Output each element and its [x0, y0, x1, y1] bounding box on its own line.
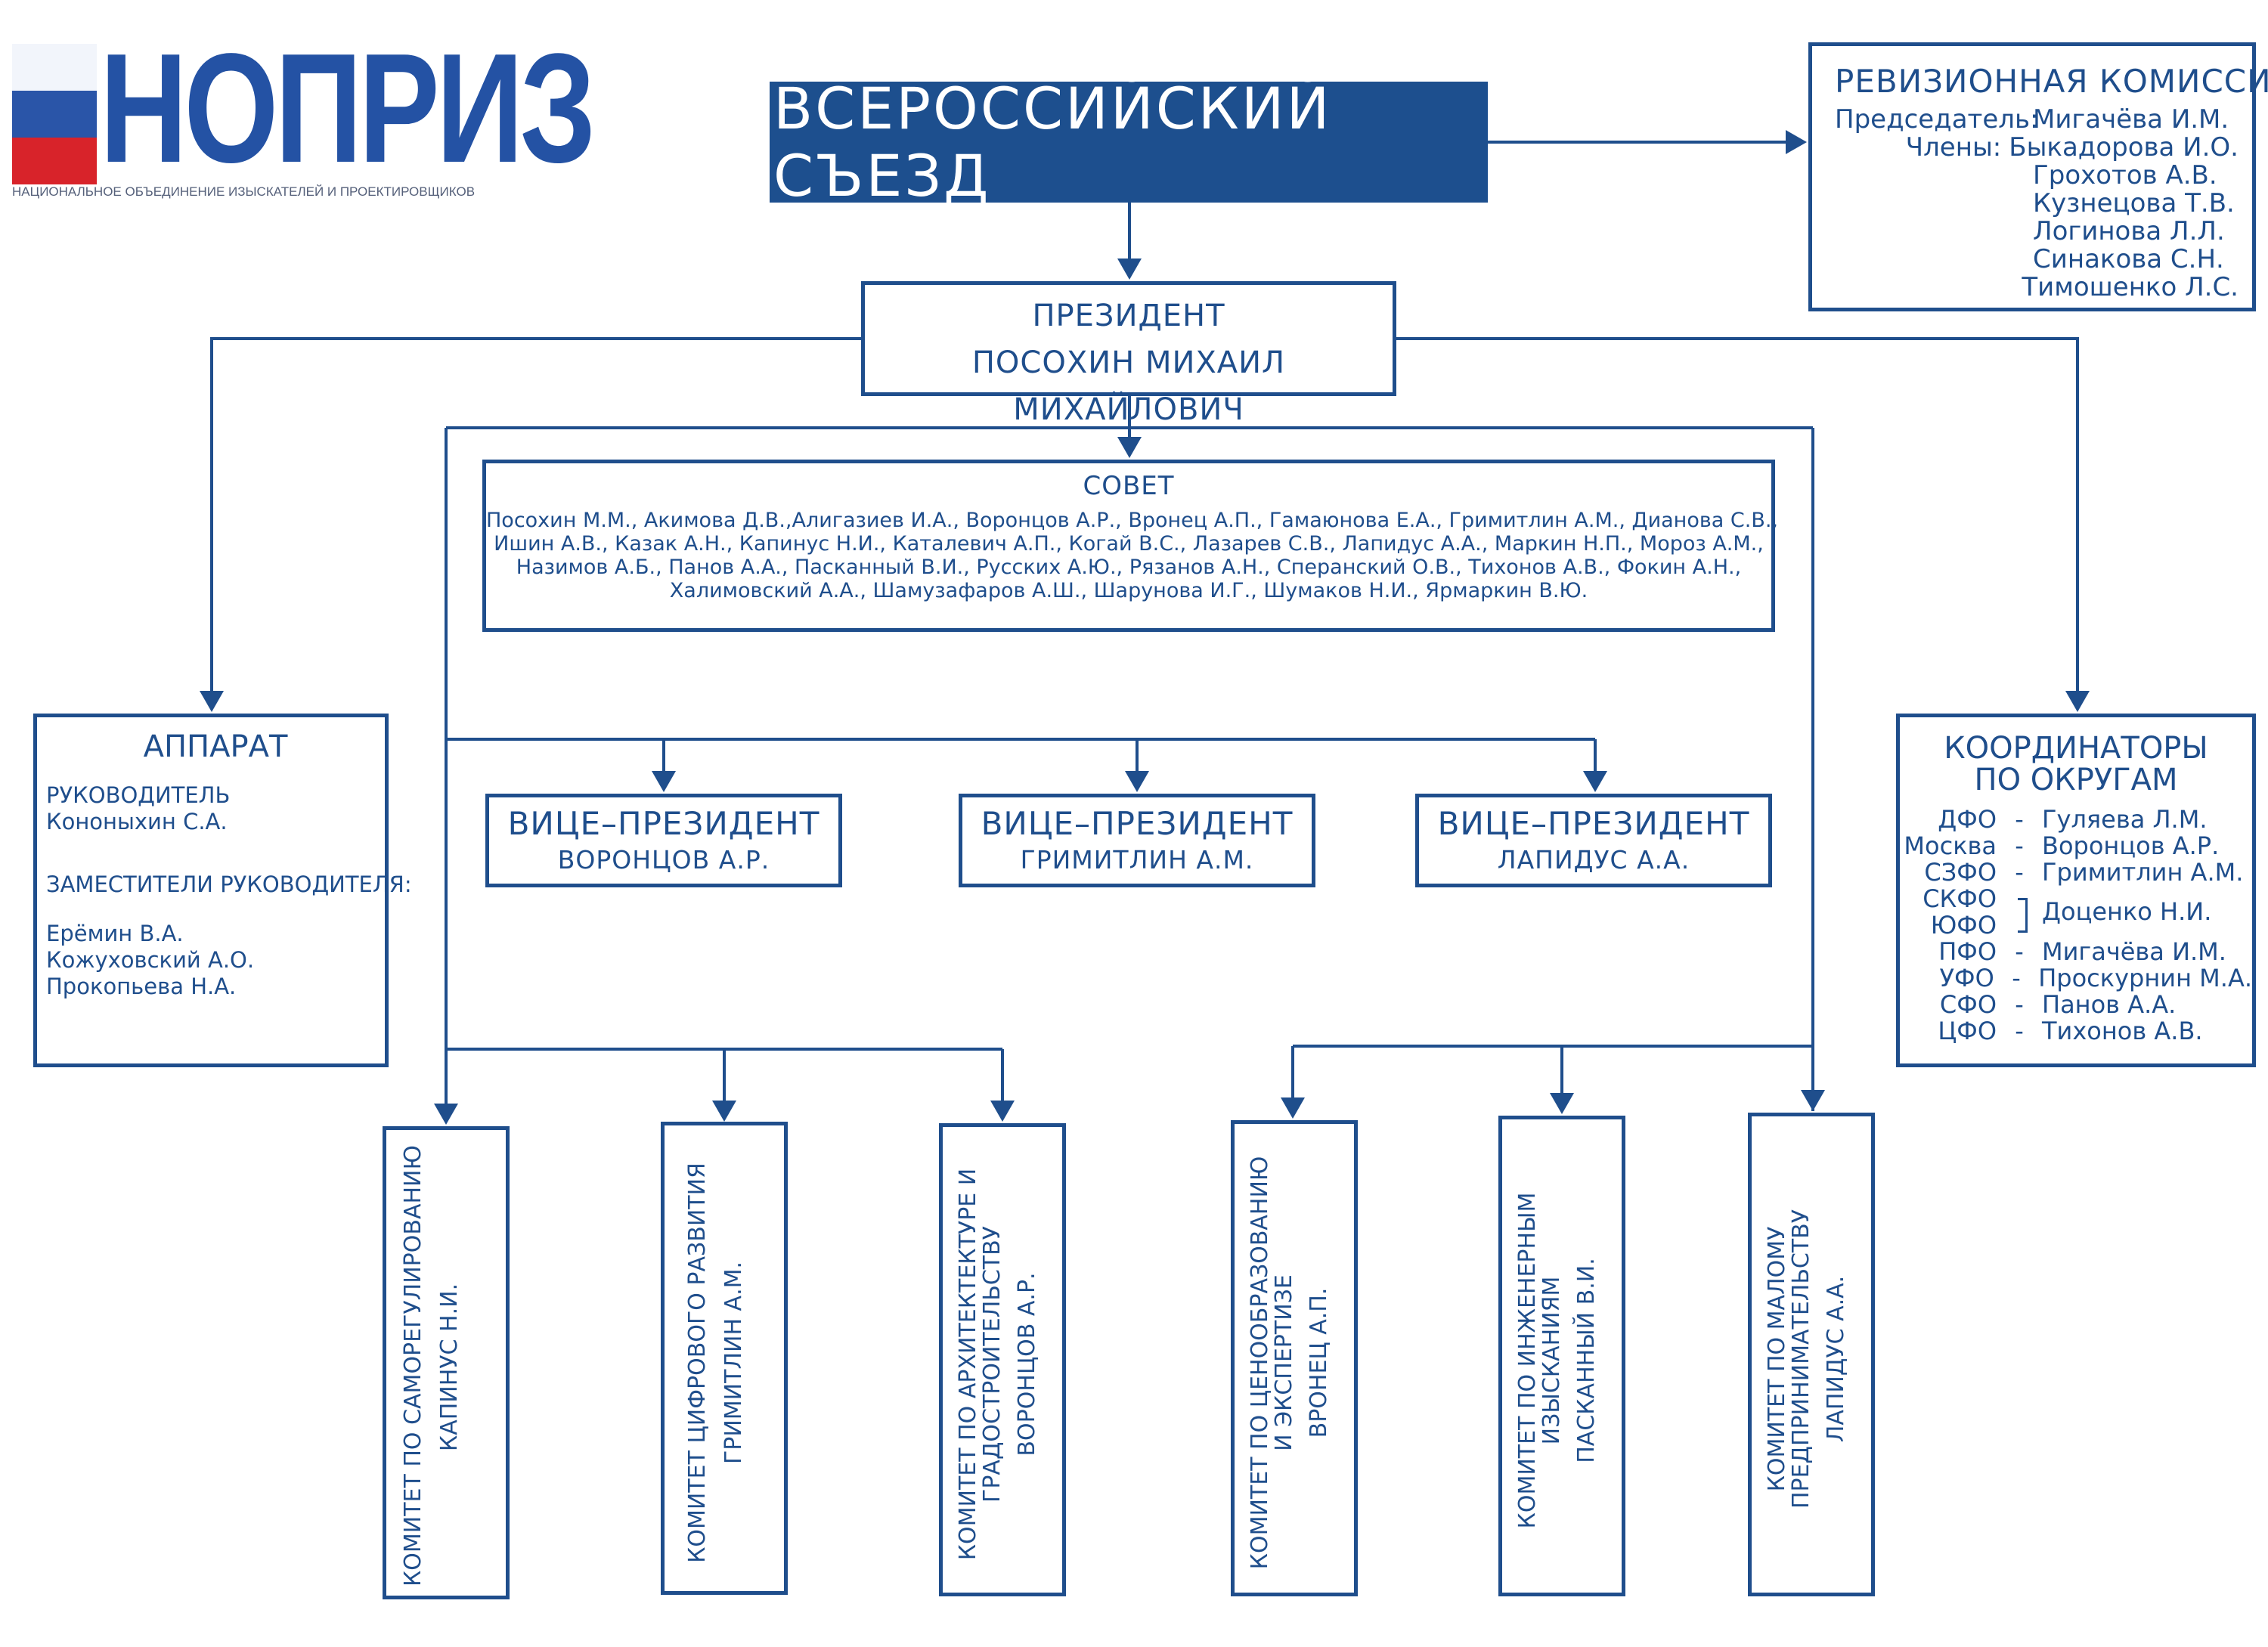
revision-members-label: Члены: — [1905, 132, 2002, 163]
committee-name: КОМИТЕТ ПО ИНЖЕНЕРНЫМ — [1514, 1192, 1541, 1529]
committee-name: ГРАДОСТРОИТЕЛЬСТВУ — [979, 1226, 1005, 1503]
council-members-line: Посохин М.М., Акимова Д.В.,Алигазиев И.А… — [486, 509, 1779, 532]
committee-name: КОМИТЕТ ПО МАЛОМУ — [1764, 1226, 1790, 1492]
apparatus-box: АППАРАТ РУКОВОДИТЕЛЬ Кононыхин С.А. ЗАМЕ… — [33, 714, 412, 1067]
revision-member: Логинова Л.Л. — [2033, 216, 2225, 246]
council-members-line: Назимов А.Б., Панов А.А., Пасканный В.И.… — [516, 556, 1742, 579]
committee-name: КОМИТЕТ ПО ЦЕНООБРАЗОВАНИЮ — [1247, 1156, 1273, 1570]
revision-commission-box: РЕВИЗИОННАЯ КОМИССИЯ Председатель:Мигачё… — [1808, 42, 2268, 311]
committee-name: И ЭКСПЕРТИЗЕ — [1271, 1274, 1297, 1451]
vp-title: ВИЦЕ–ПРЕЗИДЕНТ — [981, 805, 1294, 842]
committee-head: ГРИМИТЛИН А.М. — [720, 1261, 747, 1465]
apparatus-deputy: Кожуховский А.О. — [46, 947, 255, 973]
vp-name: ГРИМИТЛИН А.М. — [1020, 845, 1254, 875]
russian-flag-icon — [12, 44, 97, 184]
coordinators-box: КООРДИНАТОРЫ ПО ОКРУГАМ ДФО-Гуляева Л.М.… — [1896, 714, 2256, 1067]
vp-name: ВОРОНЦОВ А.Р. — [557, 845, 770, 875]
committee-head: ЛАПИДУС А.А. — [1823, 1275, 1849, 1443]
revision-member: Грохотов А.В. — [2033, 160, 2217, 190]
committee-box: КОМИТЕТ ПО САМОРЕГУЛИРОВАНИЮ КАПИНУС Н.И… — [383, 1126, 510, 1599]
vice-president-box: ВИЦЕ–ПРЕЗИДЕНТ ГРИМИТЛИН А.М. — [959, 794, 1315, 887]
committee-head: ПАСКАННЫЙ В.И. — [1573, 1258, 1600, 1463]
coordinator-row: ДФО-Гуляева Л.М. — [1938, 805, 2208, 834]
committee-head: КАПИНУС Н.И. — [436, 1283, 463, 1452]
committee-name: ПРЕДПРИНИМАТЕЛЬСТВУ — [1788, 1209, 1814, 1509]
coordinator-row: СФО-Панов А.А. — [1939, 990, 2177, 1019]
revision-member: Кузнецова Т.В. — [2033, 188, 2235, 218]
apparatus-head-label: РУКОВОДИТЕЛЬ — [46, 782, 231, 808]
committee-name: ИЗЫСКАНИЯМ — [1538, 1276, 1565, 1445]
council-members-line: Ишин А.В., Казак А.Н., Капинус Н.И., Кат… — [494, 532, 1764, 556]
coordinators-title: КООРДИНАТОРЫ ПО ОКРУГАМ — [1944, 731, 2208, 797]
revision-chair-label: Председатель: — [1835, 104, 2039, 135]
apparatus-title: АППАРАТ — [143, 729, 288, 764]
coordinator-row: Москва-Воронцов А.Р. — [1904, 831, 2220, 860]
president-name: ПОСОХИН МИХАИЛ МИХАЙЛОВИЧ — [971, 345, 1286, 427]
logo-subtitle: НАЦИОНАЛЬНОЕ ОБЪЕДИНЕНИЕ ИЗЫСКАТЕЛЕЙ И П… — [12, 184, 476, 199]
vice-president-box: ВИЦЕ–ПРЕЗИДЕНТ ЛАПИДУС А.А. — [1415, 794, 1772, 887]
council-title: СОВЕТ — [1083, 471, 1175, 501]
congress-title: ВСЕРОССИЙСКИЙ СЪЕЗД — [773, 75, 1332, 209]
coordinator-row: ЦФО-Тихонов А.В. — [1938, 1017, 2203, 1045]
vice-president-box: ВИЦЕ–ПРЕЗИДЕНТ ВОРОНЦОВ А.Р. — [485, 794, 842, 887]
committee-box: КОМИТЕТ ПО ЦЕНООБРАЗОВАНИЮ И ЭКСПЕРТИЗЕ … — [1231, 1120, 1358, 1596]
committee-head: ВРОНЕЦ А.П. — [1306, 1287, 1332, 1438]
coordinator-row: ПФО-Мигачёва И.М. — [1938, 937, 2226, 966]
coordinator-row: УФО-Проскурнин М.А. — [1939, 964, 2252, 992]
apparatus-deputies-label: ЗАМЕСТИТЕЛИ РУКОВОДИТЕЛЯ: — [46, 871, 412, 897]
revision-member: Тимошенко Л.С. — [2022, 272, 2239, 302]
apparatus-head: Кононыхин С.А. — [46, 809, 228, 834]
vp-title: ВИЦЕ–ПРЕЗИДЕНТ — [1437, 805, 1750, 842]
council-box: СОВЕТ Посохин М.М., Акимова Д.В.,Алигази… — [482, 460, 1779, 632]
revision-member: Быкадорова И.О. — [2009, 132, 2239, 163]
committee-box: КОМИТЕТ ЦИФРОВОГО РАЗВИТИЯ ГРИМИТЛИН А.М… — [661, 1122, 788, 1595]
committee-box: КОМИТЕТ ПО ИНЖЕНЕРНЫМ ИЗЫСКАНИЯМ ПАСКАНН… — [1498, 1116, 1625, 1596]
revision-title: РЕВИЗИОННАЯ КОМИССИЯ — [1835, 63, 2268, 100]
arrow-president-apparatus — [200, 337, 861, 712]
committee-box: КОМИТЕТ ПО МАЛОМУ ПРЕДПРИНИМАТЕЛЬСТВУ ЛА… — [1748, 1113, 1875, 1596]
logo-name: НОПРИЗ — [100, 21, 596, 195]
apparatus-deputy: Ерёмин В.А. — [46, 921, 184, 946]
committee-name: КОМИТЕТ ЦИФРОВОГО РАЗВИТИЯ — [684, 1162, 711, 1563]
arrow-president-coordinators — [1396, 337, 2090, 712]
president-title: ПРЕЗИДЕНТ — [1032, 299, 1225, 333]
vp-title: ВИЦЕ–ПРЕЗИДЕНТ — [507, 805, 820, 842]
revision-chair: Мигачёва И.М. — [2033, 104, 2229, 135]
bracket-icon — [2018, 898, 2028, 933]
congress-box: ВСЕРОССИЙСКИЙ СЪЕЗД — [770, 75, 1488, 209]
committee-box: КОМИТЕТ ПО АРХИТЕКТЕКТУРЕ И ГРАДОСТРОИТЕ… — [939, 1123, 1066, 1596]
committee-head: ВОРОНЦОВ А.Р. — [1014, 1272, 1040, 1457]
coordinator-row: СКФО — [1900, 886, 2252, 933]
coordinator-row: СЗФО-Гримитлин А.М. — [1924, 858, 2244, 887]
committee-name: КОМИТЕТ ПО АРХИТЕКТЕКТУРЕ И — [955, 1168, 981, 1561]
committee-name: КОМИТЕТ ПО САМОРЕГУЛИРОВАНИЮ — [400, 1145, 426, 1587]
council-members-line: Халимовский А.А., Шамузафаров А.Ш., Шару… — [669, 579, 1588, 602]
president-box: ПРЕЗИДЕНТ ПОСОХИН МИХАИЛ МИХАЙЛОВИЧ — [861, 281, 1396, 427]
apparatus-deputy: Прокопьева Н.А. — [46, 974, 237, 999]
revision-member: Синакова С.Н. — [2033, 244, 2224, 274]
vp-name: ЛАПИДУС А.А. — [1497, 845, 1690, 875]
